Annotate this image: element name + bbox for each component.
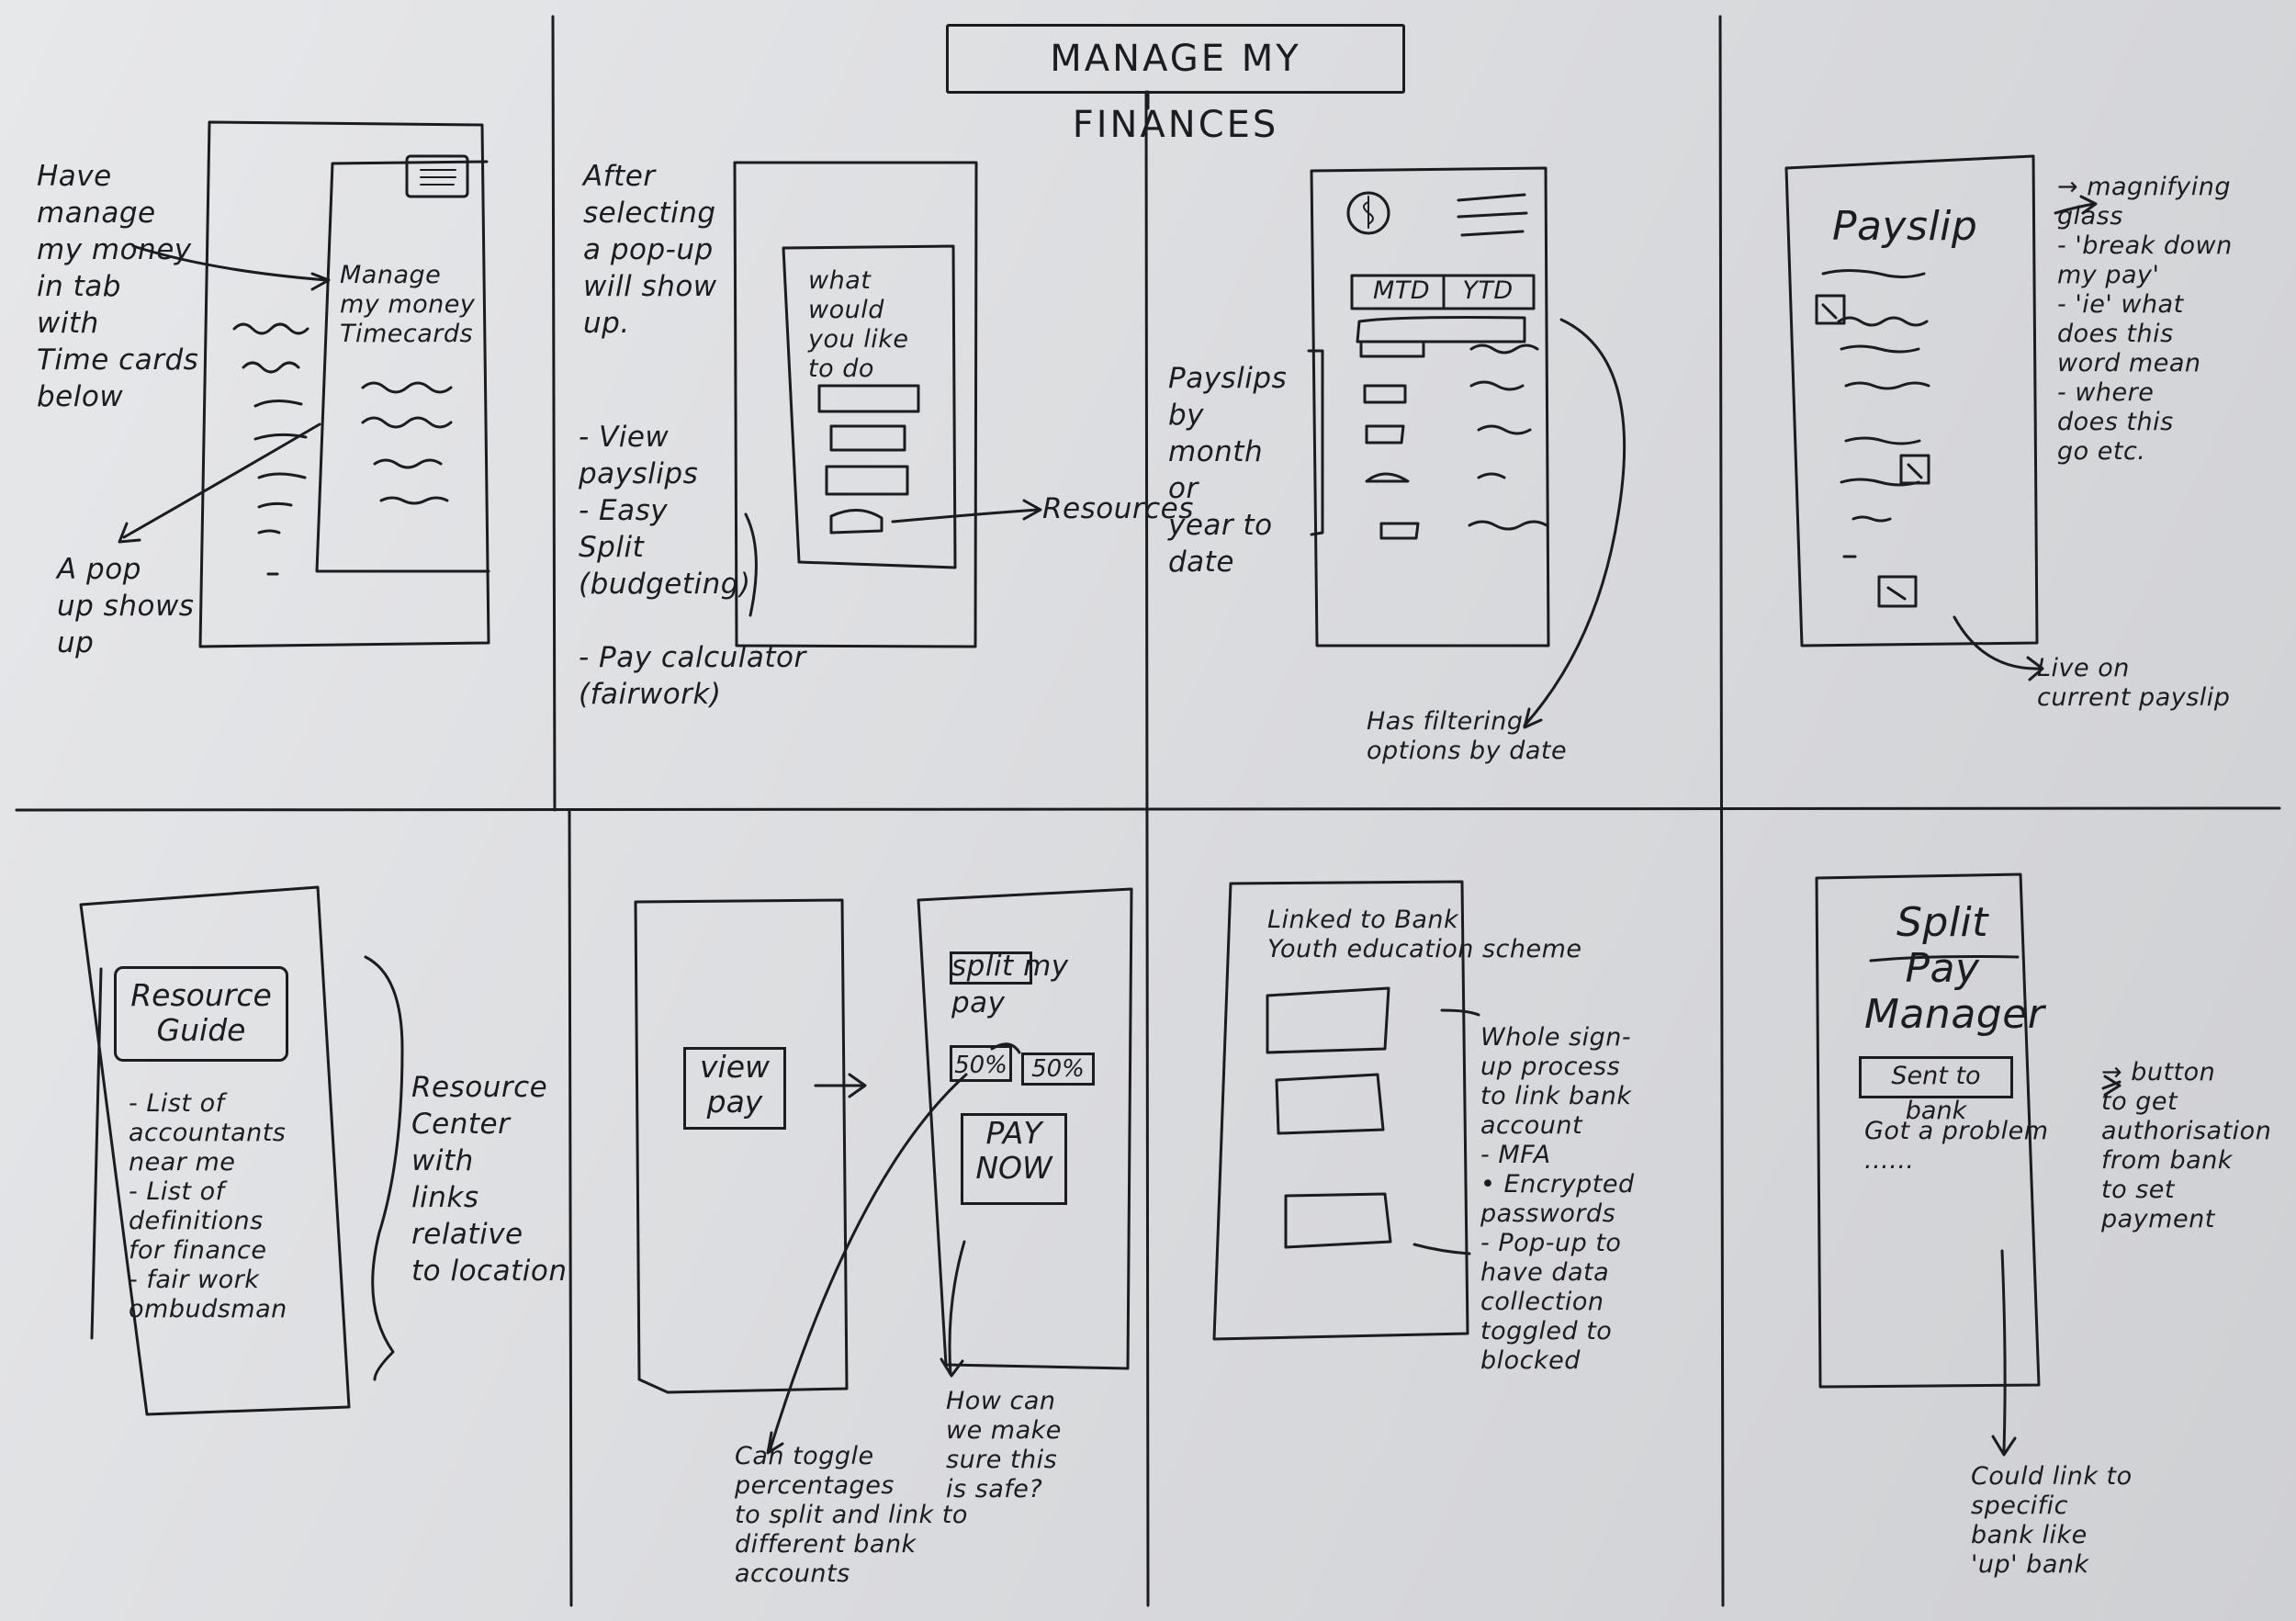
p6-note-safe: How can we make sure this is safe? bbox=[946, 1387, 1062, 1503]
p2-arrow-resources bbox=[891, 499, 1042, 523]
p6-arrow-next bbox=[814, 1073, 867, 1098]
divider-v1-bottom bbox=[568, 808, 573, 1607]
p7-field-2 bbox=[1275, 1073, 1385, 1135]
p6-pay-now-button[interactable]: PAY NOW bbox=[961, 1113, 1067, 1205]
p3-tab-ytd[interactable]: YTD bbox=[1462, 276, 1514, 305]
p4-magnify-icon-1 bbox=[1815, 294, 1846, 325]
p3-note-filter: Has filtering options by date bbox=[1367, 707, 1568, 765]
page-title: MANAGE MY FINANCES bbox=[1050, 38, 1301, 146]
p8-arrow-button bbox=[2101, 1075, 2122, 1097]
p6-split-label bbox=[950, 951, 1032, 985]
p1-arrow-popup bbox=[118, 422, 321, 544]
p5-phone-outline bbox=[79, 885, 351, 1416]
p7-phone-outline bbox=[1212, 880, 1469, 1341]
p6-phone-right bbox=[917, 887, 1133, 1370]
p6-arrow-safe bbox=[940, 1240, 966, 1378]
p6-phone-left bbox=[634, 898, 849, 1394]
p3-note-payslips: Payslips by month or year to date bbox=[1168, 362, 1288, 579]
p6-split-my-pay: split my pay bbox=[951, 950, 1069, 1019]
p7-field-3 bbox=[1284, 1192, 1392, 1249]
divider-v2 bbox=[1144, 90, 1150, 1607]
p2-option-2 bbox=[829, 424, 906, 452]
p8-arrow-link bbox=[1991, 1249, 2017, 1457]
p4-arrow-live bbox=[1953, 615, 2044, 681]
p8-phone-outline bbox=[1815, 872, 2041, 1389]
p4-magnify-icon-2 bbox=[1899, 454, 1930, 485]
p2-options-list: - View payslips - Easy Split (budgeting)… bbox=[579, 421, 806, 711]
p7-screen-title: Linked to Bank Youth education scheme bbox=[1267, 906, 1582, 963]
p2-resources-label: Resources bbox=[1042, 492, 1194, 525]
p3-phone-outline bbox=[1310, 166, 1550, 647]
divider-v1-top bbox=[551, 15, 557, 812]
p2-option-1 bbox=[817, 384, 920, 413]
p3-logo-icon bbox=[1346, 191, 1390, 235]
p3-menu-icon bbox=[1457, 193, 1528, 237]
p5-resource-list: - List of accountants near me - List of … bbox=[129, 1089, 287, 1323]
p2-option-4 bbox=[829, 509, 884, 535]
p6-note-toggle: Can toggle percentages to split and link… bbox=[735, 1442, 968, 1588]
p4-notes: → magnifying glass - 'break down my pay'… bbox=[2057, 173, 2233, 466]
p2-note-after: After selecting a pop-up will show up. bbox=[583, 160, 717, 340]
p2-phone-outline bbox=[733, 161, 978, 648]
p5-note: Resource Center with links relative to l… bbox=[411, 1071, 568, 1288]
p3-tab-mtd[interactable]: MTD bbox=[1372, 276, 1431, 305]
p6-view-pay-button[interactable]: view pay bbox=[683, 1047, 786, 1130]
p7-field-1 bbox=[1266, 986, 1390, 1054]
p6-arrow-toggle bbox=[766, 1073, 968, 1455]
p2-popup bbox=[782, 244, 957, 569]
title-box bbox=[946, 24, 1405, 94]
p5-bracket bbox=[364, 955, 404, 1381]
p8-sub-text: Got a problem ...... bbox=[1864, 1117, 2049, 1175]
p1-phone-outline bbox=[198, 120, 490, 648]
p6-percent-left[interactable]: 50% bbox=[950, 1045, 1012, 1082]
divider-v3 bbox=[1718, 15, 1725, 1607]
p6-percent-right[interactable]: 50% bbox=[1021, 1053, 1095, 1086]
p4-screen-title: Payslip bbox=[1832, 203, 1978, 250]
p1-popup-panel bbox=[315, 160, 490, 573]
p7-notes: Whole sign- up process to link bank acco… bbox=[1480, 1023, 1635, 1375]
p8-screen-title: Split Pay Manager bbox=[1864, 899, 2045, 1038]
p1-screen-text: Manage my money Timecards bbox=[340, 261, 476, 348]
p2-option-3 bbox=[825, 465, 909, 496]
p8-note-button: → button to get authorisation from bank … bbox=[2101, 1058, 2272, 1233]
p3-arrow-filter bbox=[1523, 318, 1626, 729]
p4-note-live: Live on current payslip bbox=[2037, 654, 2231, 712]
p4-magnify-icon-3 bbox=[1877, 575, 1918, 608]
p2-bracket bbox=[744, 512, 758, 617]
p1-arrow-tab bbox=[131, 244, 331, 291]
p4-phone-outline bbox=[1784, 154, 2039, 647]
p1-note-popup: A pop up shows up bbox=[57, 553, 195, 659]
p5-resource-guide-heading: Resource Guide bbox=[114, 966, 288, 1062]
p2-popup-question: what would you like to do bbox=[808, 266, 909, 383]
p3-bracket bbox=[1307, 349, 1324, 536]
p1-note-tab: Have manage my money in tab with Time ca… bbox=[37, 160, 199, 413]
p8-note-link: Could link to specific bank like 'up' ba… bbox=[1971, 1462, 2133, 1579]
p4-arrow-magnify bbox=[2054, 195, 2098, 215]
p1-menu-icon bbox=[405, 154, 469, 198]
p8-sent-to-bank-button[interactable]: Sent to bank bbox=[1859, 1056, 2013, 1125]
